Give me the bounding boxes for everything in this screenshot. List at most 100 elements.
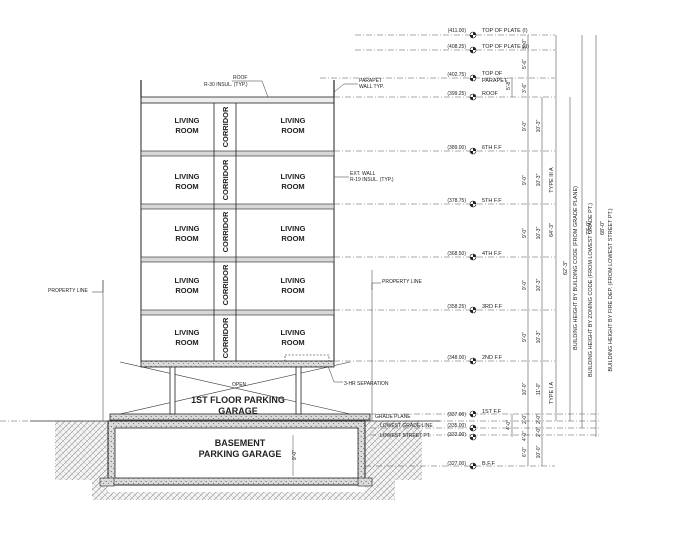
zoning-code-height-label: BUILDING HEIGHT BY ZONING CODE (FROM LOW…: [588, 203, 594, 377]
parking-label-line1: 1ST FLOOR PARKING: [191, 395, 285, 405]
dim-label: 5'-8": [506, 80, 512, 90]
dim-label: 2'-0": [536, 427, 542, 437]
level-name: ROOF: [482, 91, 499, 97]
dim-label: 4'-0": [522, 431, 528, 441]
height-68-label: 68'-0": [600, 221, 606, 235]
svg-text:ROOM: ROOM: [175, 338, 198, 347]
corridor-label: CORRIDOR: [221, 159, 230, 200]
svg-text:ROOM: ROOM: [175, 234, 198, 243]
basement-label-line1: BASEMENT: [215, 438, 266, 448]
svg-text:LIVING: LIVING: [280, 276, 305, 285]
fire-dep-height-label: BUILDING HEIGHT BY FIRE DEP. (FROM LOWES…: [608, 208, 614, 371]
parapet-note-line2: WALL TYP.: [359, 84, 384, 90]
svg-text:ROOM: ROOM: [281, 182, 304, 191]
level-name: TOP OF PLATE (I): [482, 28, 528, 34]
level-name: 2ND F.F: [482, 355, 503, 361]
level-elevation: (378.75): [447, 198, 466, 204]
dim-label: 6'-0": [522, 447, 528, 457]
level-marker: [469, 46, 477, 54]
svg-text:LIVING: LIVING: [174, 328, 199, 337]
roof-note-line2: R-30 INSUL. (TYP.): [204, 82, 248, 88]
svg-text:ROOM: ROOM: [175, 286, 198, 295]
dim-label: 10'-3": [536, 330, 542, 343]
dim-label: 3'-0": [522, 39, 528, 49]
svg-text:LIVING: LIVING: [174, 224, 199, 233]
parking-label-line2: GARAGE: [218, 406, 258, 416]
corridor-label: CORRIDOR: [221, 264, 230, 305]
dim-label: 10'-3": [536, 173, 542, 186]
parapet-note-line1: PARAPET: [359, 78, 382, 84]
dim-label: 9'-0": [522, 332, 528, 342]
separation-note: 3-HR SEPARATION: [344, 381, 389, 387]
level-marker: [469, 424, 477, 432]
ext-wall-note-line2: R-19 INSUL. (TYP.): [350, 177, 394, 183]
dim-label: 10'-3": [536, 278, 542, 291]
dim-label: 2'-0": [536, 414, 542, 424]
svg-text:ROOM: ROOM: [281, 234, 304, 243]
corridor-label: CORRIDOR: [221, 211, 230, 252]
svg-text:LIVING: LIVING: [174, 172, 199, 181]
dim-label: 10'-3": [536, 226, 542, 239]
level-elevation: (408.25): [447, 44, 466, 50]
dim-label: 2'-0": [522, 414, 528, 424]
level-elevation: (348.00): [447, 355, 466, 361]
basement-label-line2: PARKING GARAGE: [199, 449, 282, 459]
overall-height-labels: TYPE III A 64'-3" TYPE I A 62'-3" BUILDI…: [549, 167, 614, 404]
lowest-street-label: LOWEST STREET PT.: [380, 433, 431, 439]
level-labels: (411.00) TOP OF PLATE (I) (408.25) TOP O…: [375, 28, 529, 467]
property-line-left-label: PROPERTY LINE: [48, 288, 88, 294]
callouts: ROOF R-30 INSUL. (TYP.) PARAPET WALL TYP…: [48, 75, 422, 460]
dim-label: 9'-0": [522, 175, 528, 185]
building-floors: [140, 80, 335, 368]
dim-label: 9'-0": [522, 280, 528, 290]
svg-text:ROOM: ROOM: [175, 126, 198, 135]
basement-structure: [99, 420, 373, 487]
type-3a-label: TYPE III A: [549, 167, 555, 193]
level-elevation: (337.00): [447, 412, 466, 418]
level-elevation: (399.25): [447, 91, 466, 97]
level-marker: [469, 433, 477, 441]
level-elevation: (327.00): [447, 461, 466, 467]
corridor-label: CORRIDOR: [221, 317, 230, 358]
level-elevation: (358.25): [447, 304, 466, 310]
level-name: TOP OF: [482, 71, 503, 77]
dim-label: 9'-0": [522, 228, 528, 238]
level-elevation: (335.00): [447, 423, 466, 429]
ext-wall-note-line1: EXT. WALL: [350, 171, 376, 177]
roof-note-line1: ROOF: [233, 75, 247, 81]
height-73-label: 73'-0": [586, 221, 592, 235]
level-marker: [469, 147, 477, 155]
lowest-grade-label: LOWEST GRADE LINE: [380, 423, 433, 429]
svg-text:LIVING: LIVING: [280, 328, 305, 337]
svg-text:LIVING: LIVING: [174, 116, 199, 125]
svg-text:ROOM: ROOM: [175, 182, 198, 191]
level-marker: [469, 200, 477, 208]
level-name: 4TH F.F: [482, 251, 502, 257]
svg-text:LIVING: LIVING: [280, 172, 305, 181]
grade-plane-label: GRADE PLANE: [375, 414, 411, 420]
level-elevation: (333.00): [447, 432, 466, 438]
level-marker: [469, 93, 477, 101]
level-elevation: (389.00): [447, 145, 466, 151]
svg-text:ROOM: ROOM: [281, 338, 304, 347]
level-name: TOP OF PLATE (II): [482, 44, 529, 50]
property-line-right-label: PROPERTY LINE: [382, 279, 422, 285]
svg-text:LIVING: LIVING: [280, 224, 305, 233]
dim-label: 10'-0": [522, 382, 528, 395]
level-markers: [469, 31, 477, 470]
level-elevation: (402.75): [447, 72, 466, 78]
open-note: OPEN: [232, 382, 247, 388]
svg-text:LIVING: LIVING: [280, 116, 305, 125]
